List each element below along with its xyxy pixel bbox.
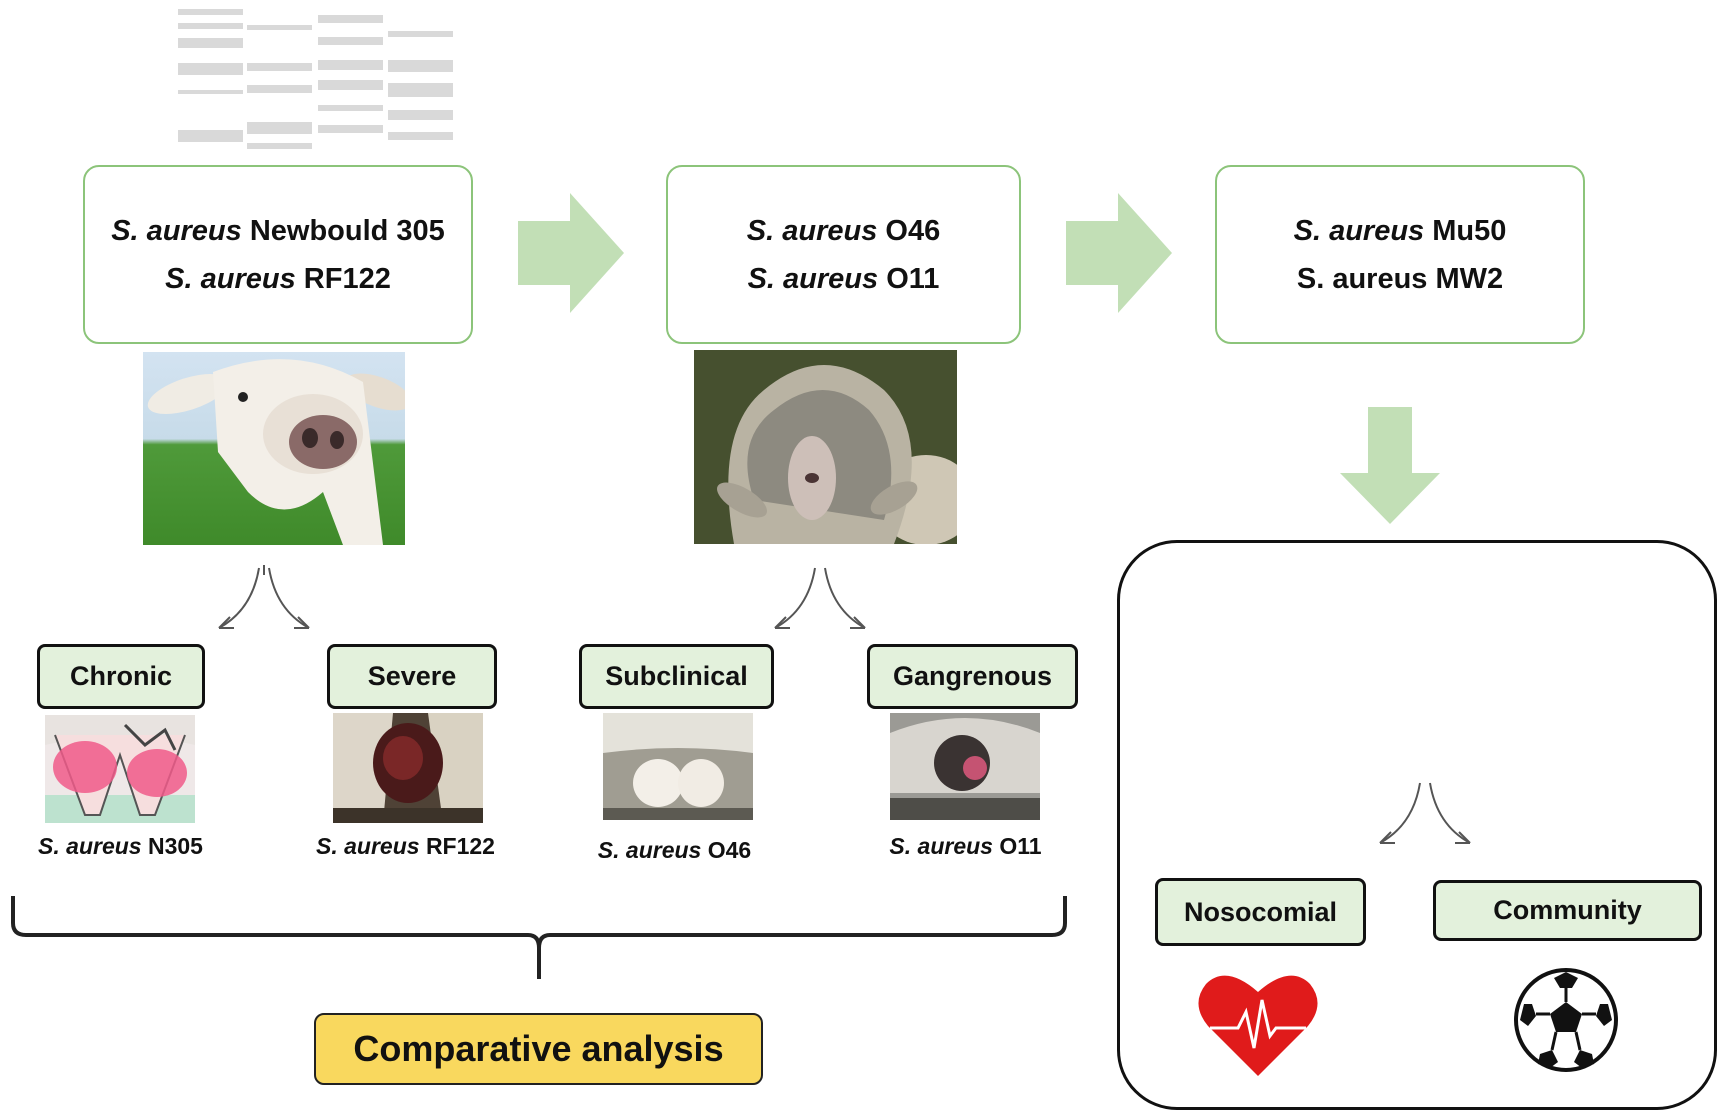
strain-line: S. aureus Newbould 305 (111, 214, 445, 247)
arrow-down-icon (1340, 407, 1440, 524)
strain-box-human: S. aureus Mu50 S. aureus MW2 (1215, 165, 1585, 344)
comparative-analysis-box: Comparative analysis (314, 1013, 763, 1085)
udder-severe-photo (333, 713, 483, 823)
gel-image (178, 9, 453, 149)
tag-chronic: Chronic (37, 644, 205, 709)
tag-gangrenous: Gangrenous (867, 644, 1078, 709)
arrow-right-icon (518, 193, 624, 313)
udder-chronic-photo (45, 715, 195, 823)
strain-line: S. aureus O11 (747, 262, 940, 295)
soccer-ball-icon (1514, 968, 1618, 1072)
udder-gangrenous-photo (890, 713, 1040, 820)
arrow-right-icon (1066, 193, 1172, 313)
caption-rf122: S. aureus RF122 (316, 833, 495, 859)
tag-severe: Severe (327, 644, 497, 709)
caption-o46: S. aureus O46 (597, 837, 752, 863)
heart-ecg-icon (1198, 975, 1318, 1076)
grouping-brace (11, 896, 1067, 979)
tag-nosocomial: Nosocomial (1155, 878, 1366, 946)
tag-community: Community (1433, 880, 1702, 941)
strain-line: S. aureus MW2 (1296, 262, 1504, 295)
strain-box-bovine: S. aureus Newbould 305 S. aureus RF122 (83, 165, 473, 344)
strain-line: S. aureus O46 (746, 214, 941, 247)
strain-line: S. aureus RF122 (165, 262, 391, 295)
strain-box-ovine: S. aureus O46 S. aureus O11 (666, 165, 1021, 344)
split-arrow-icon (218, 565, 310, 629)
cow-photo (143, 352, 405, 545)
caption-o11: S. aureus O11 (889, 833, 1042, 859)
udder-subclinical-photo (603, 713, 753, 820)
split-arrow-icon (774, 567, 866, 629)
caption-n305: S. aureus N305 (38, 833, 203, 859)
strain-line: S. aureus Mu50 (1293, 214, 1507, 247)
sheep-photo (694, 350, 957, 544)
split-arrow-icon (1379, 782, 1471, 844)
tag-subclinical: Subclinical (579, 644, 774, 709)
